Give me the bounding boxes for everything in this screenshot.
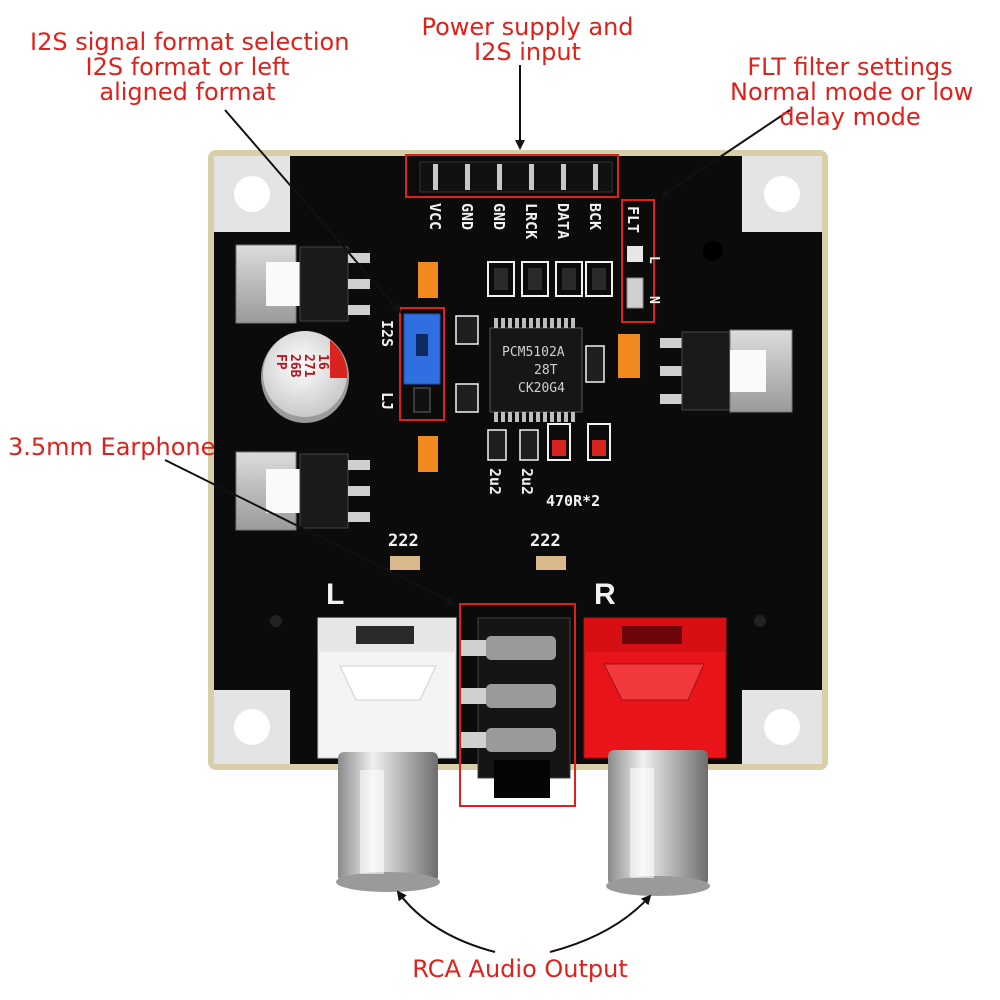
mounting-hole-pads [214, 156, 822, 764]
arrow-rca-right [549, 894, 652, 953]
callout-i2s-format-line3: aligned format [99, 78, 276, 106]
capacitor-text-4: FP [273, 354, 288, 370]
callout-earphone: 3.5mm Earphone [8, 433, 216, 461]
flt-label-normal: N [646, 296, 661, 304]
annotation-arrows [164, 65, 791, 953]
chip-marking-1: PCM5102A [502, 345, 565, 360]
pin-label-data: DATA [554, 203, 572, 239]
jumper-label-lj: LJ [378, 392, 396, 410]
capacitor-text-3: 26B [287, 354, 302, 378]
flt-label-low: L [646, 256, 661, 264]
capacitor-text-1: 16 [315, 354, 330, 370]
jumper-label-i2s: I2S [378, 320, 396, 347]
callout-rca-output: RCA Audio Output [412, 955, 628, 983]
callout-i2s-format: I2S signal format selection I2S format o… [30, 28, 350, 106]
pin-label-bck: BCK [586, 203, 604, 230]
voltage-regulator-right [660, 329, 793, 413]
tantalum-capacitor-right [618, 334, 640, 378]
earphone-jack-highlight [459, 603, 576, 807]
callout-power-input: Power supply and I2S input [415, 15, 640, 65]
tantalum-capacitor-left [418, 436, 438, 472]
label-470r: 470R*2 [546, 492, 600, 510]
flt-filter-jumper: FLT L N [621, 199, 661, 323]
smd-components-middle: 2u2 2u2 470R*2 [455, 315, 611, 510]
tantalum-capacitor-top [418, 262, 438, 298]
label-2u2-a: 2u2 [486, 468, 504, 495]
arrow-i2s-format [224, 109, 402, 314]
smd-resistor-array [487, 261, 613, 297]
pin-label-gnd-2: GND [490, 203, 508, 230]
pin-labels: VCC GND GND LRCK DATA BCK [426, 203, 604, 239]
pin-label-gnd-1: GND [458, 203, 476, 230]
label-2u2-b: 2u2 [518, 468, 536, 495]
channel-label-right: R [594, 578, 616, 611]
rca-jack-right-red [583, 617, 727, 896]
arrow-flt-filter [660, 109, 791, 198]
callout-i2s-format-line1: I2S signal format selection [30, 28, 350, 56]
pin-header [419, 161, 613, 193]
pin-header-highlight [405, 154, 619, 198]
capacitor-text-2: 271 [301, 354, 316, 378]
voltage-regulator-top-left [235, 244, 370, 324]
arrow-rca-left [396, 890, 496, 953]
earphone-jack [460, 617, 571, 798]
electrolytic-capacitor: 16 271 26B FP [261, 331, 349, 423]
callout-flt-filter: FLT filter settings Normal mode or low d… [730, 53, 974, 131]
chip-marking-2: 28T [534, 363, 558, 378]
pin-label-vcc: VCC [426, 203, 444, 230]
arrow-earphone [164, 459, 457, 605]
callout-i2s-format-line2: I2S format or left [85, 53, 290, 81]
callout-flt-filter-line1: FLT filter settings [747, 53, 953, 81]
callout-flt-filter-line3: delay mode [779, 103, 921, 131]
channel-label-left: L [326, 578, 344, 611]
voltage-regulator-bottom-left [235, 451, 370, 531]
callout-power-input-line1: Power supply and [421, 13, 634, 41]
smd-capacitor-left [390, 556, 420, 570]
rca-jack-left-white [317, 617, 457, 892]
flt-label: FLT [624, 206, 642, 233]
pin-label-lrck: LRCK [522, 203, 540, 239]
pcm5102a-chip: PCM5102A 28T CK20G4 [489, 318, 583, 422]
i2s-format-jumper: I2S LJ [378, 307, 445, 421]
callout-flt-filter-line2: Normal mode or low [730, 78, 974, 106]
chip-marking-3: CK20G4 [518, 381, 565, 396]
callout-power-input-line2: I2S input [474, 38, 581, 66]
label-222-left: 222 [388, 531, 419, 551]
label-222-right: 222 [530, 531, 561, 551]
smd-capacitor-right [536, 556, 566, 570]
